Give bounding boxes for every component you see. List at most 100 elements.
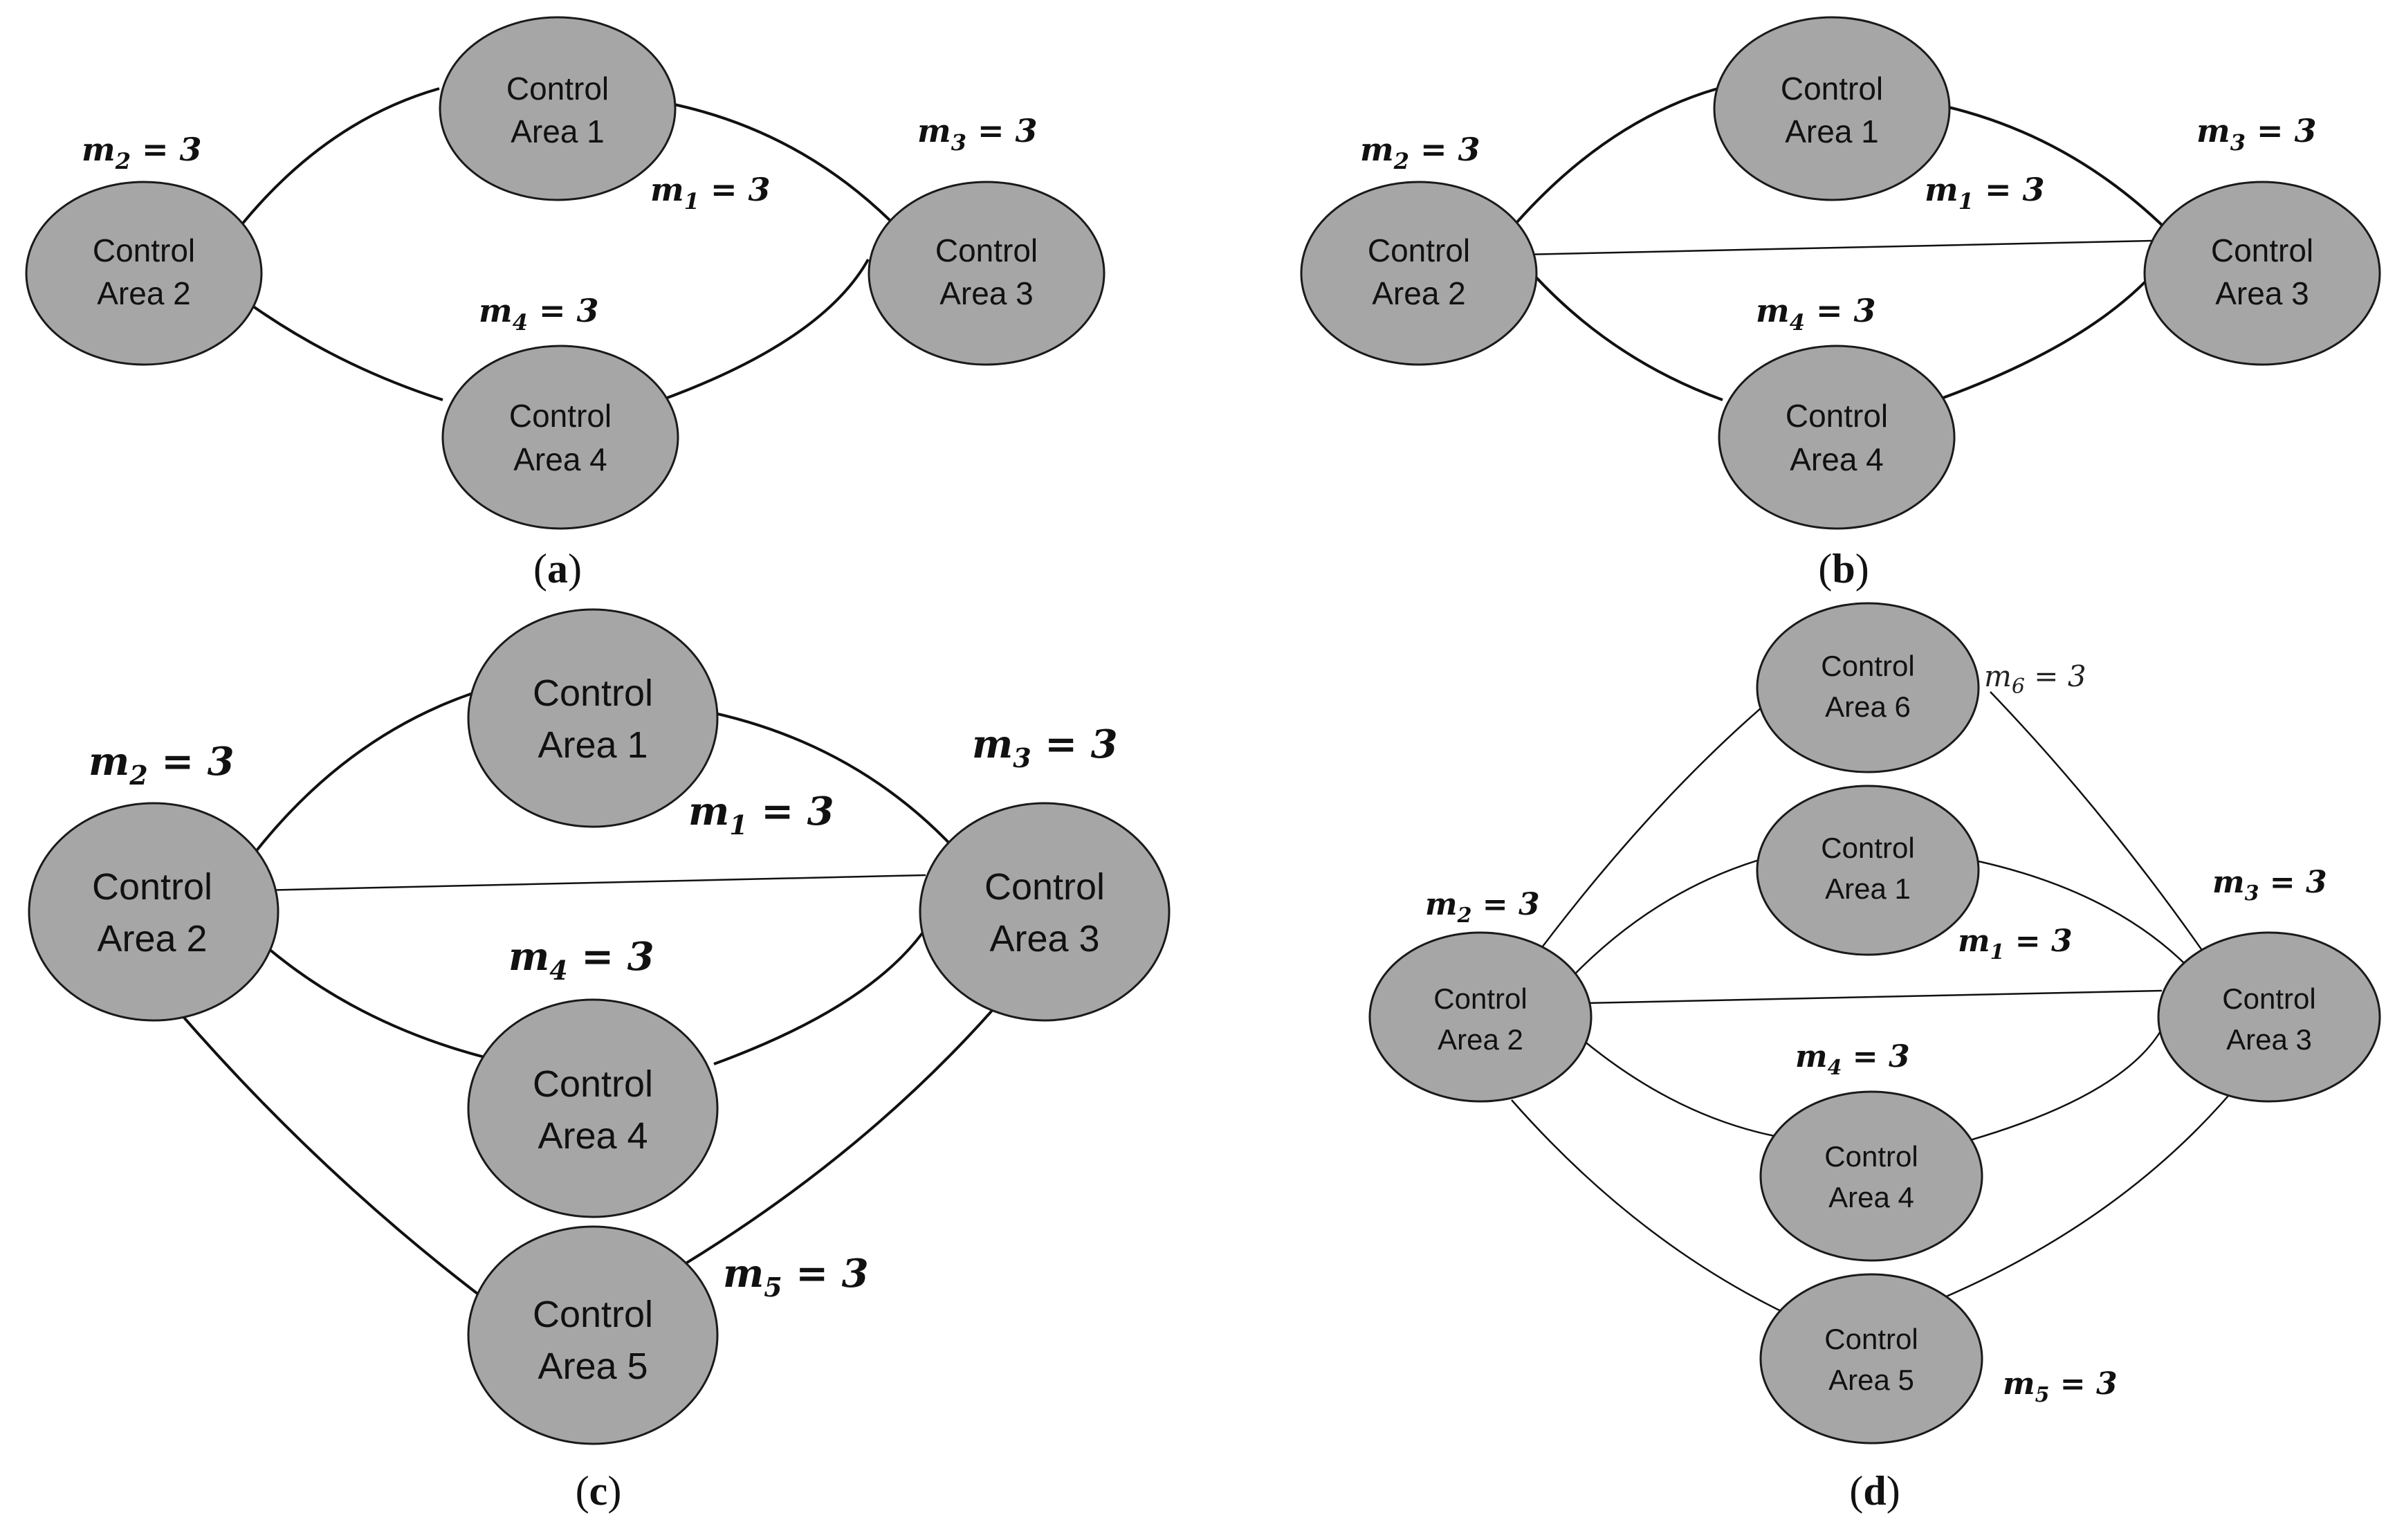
edge-d-area2-area6 bbox=[1521, 684, 1789, 975]
node-b-area1-line1: Control bbox=[1781, 71, 1883, 107]
edge-b-area2-area1 bbox=[1510, 87, 1718, 230]
label-b-m1: m1 = 3 bbox=[1925, 171, 2045, 214]
edge-b-area1-area3 bbox=[1933, 102, 2167, 230]
node-c-area3-line2: Area 3 bbox=[989, 918, 1099, 960]
edge-a-area4-area3 bbox=[641, 259, 870, 408]
label-b-m4: m4 = 3 bbox=[1756, 292, 1876, 336]
node-c-area2-line2: Area 2 bbox=[97, 918, 207, 960]
label-d-m5: m5 = 3 bbox=[2003, 1366, 2118, 1407]
label-a-m4: m4 = 3 bbox=[479, 292, 599, 336]
node-c-area5-line2: Area 5 bbox=[538, 1346, 648, 1387]
node-d-area1-line2: Area 1 bbox=[1825, 872, 1911, 905]
caption-d: (d) bbox=[1849, 1468, 1900, 1514]
edge-d-area2-area4 bbox=[1570, 1029, 1775, 1137]
node-d-area5-line1: Control bbox=[1824, 1323, 1918, 1355]
label-c-m4: m4 = 3 bbox=[508, 934, 654, 986]
label-c-m1: m1 = 3 bbox=[688, 789, 834, 841]
edge-d-area4-area3 bbox=[1970, 1022, 2167, 1142]
label-c-m5: m5 = 3 bbox=[723, 1251, 869, 1303]
node-d-area3-line2: Area 3 bbox=[2226, 1023, 2312, 1056]
node-c-area1-line2: Area 1 bbox=[538, 724, 648, 766]
node-b-area4-line2: Area 4 bbox=[1790, 441, 1884, 477]
node-b-area4-line1: Control bbox=[1786, 398, 1888, 434]
edge-d-area2-area1 bbox=[1563, 855, 1772, 987]
label-d-m4: m4 = 3 bbox=[1795, 1039, 1910, 1080]
label-a-m2: m2 = 3 bbox=[82, 131, 202, 174]
node-d-area6-line1: Control bbox=[1821, 650, 1914, 682]
node-b-area1-line2: Area 1 bbox=[1785, 113, 1879, 149]
edge-c-area2-area4 bbox=[258, 939, 485, 1058]
node-b-area2-line1: Control bbox=[1368, 232, 1470, 268]
label-d-m6: m6 = 3 bbox=[1984, 659, 2086, 699]
label-a-m1: m1 = 3 bbox=[650, 171, 771, 214]
label-d-m1: m1 = 3 bbox=[1958, 924, 2073, 964]
node-a-area1-line1: Control bbox=[506, 71, 609, 107]
node-d-area2-line1: Control bbox=[1433, 982, 1527, 1015]
label-d-m2: m2 = 3 bbox=[1425, 887, 1540, 928]
node-b-area2-line2: Area 2 bbox=[1372, 275, 1466, 311]
node-c-area2-line1: Control bbox=[92, 866, 212, 908]
node-a-area4-line2: Area 4 bbox=[513, 441, 607, 477]
node-b-area3-line2: Area 3 bbox=[2215, 275, 2309, 311]
caption-a: (a) bbox=[533, 546, 582, 592]
edge-d-area1-area3 bbox=[1978, 860, 2194, 973]
edge-a-area2-area1 bbox=[237, 87, 440, 230]
node-a-area4-line1: Control bbox=[509, 398, 612, 434]
node-d-area3-line1: Control bbox=[2222, 982, 2315, 1015]
edge-b-area2-area3 bbox=[1523, 239, 2152, 256]
edge-d-area2-area3 bbox=[1584, 989, 2163, 1005]
edge-d-area3-area5 bbox=[1923, 1077, 2244, 1308]
node-a-area2-line2: Area 2 bbox=[97, 275, 191, 311]
caption-b: (b) bbox=[1818, 546, 1869, 592]
label-c-m3: m3 = 3 bbox=[972, 722, 1118, 773]
node-d-area4-line2: Area 4 bbox=[1828, 1181, 1914, 1213]
edge-a-area1-area3 bbox=[670, 102, 899, 230]
node-c-area4-line2: Area 4 bbox=[538, 1115, 648, 1157]
edge-d-area2-area5 bbox=[1511, 1099, 1796, 1319]
node-c-area5-line1: Control bbox=[533, 1294, 653, 1335]
node-a-area3-line1: Control bbox=[935, 232, 1038, 268]
edge-b-area4-area3 bbox=[1917, 258, 2167, 408]
caption-c: (c) bbox=[576, 1468, 622, 1514]
node-c-area3-line1: Control bbox=[984, 866, 1105, 908]
edge-c-area2-area1 bbox=[244, 684, 500, 866]
edge-d-area6-area3 bbox=[1990, 691, 2219, 973]
node-a-area1-line2: Area 1 bbox=[511, 113, 605, 149]
node-d-area5-line2: Area 5 bbox=[1828, 1364, 1914, 1396]
node-d-area1-line1: Control bbox=[1821, 832, 1914, 864]
